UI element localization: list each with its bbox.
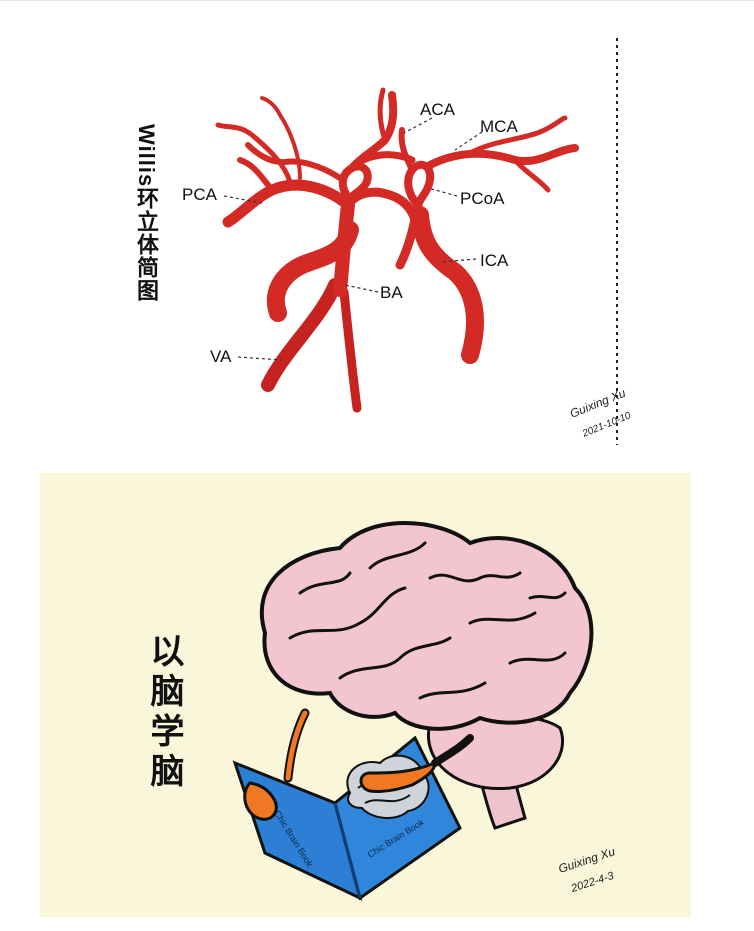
aca-label: ACA — [420, 100, 456, 119]
right-hand — [359, 760, 437, 793]
brain-signature-date: 2022-4-3 — [569, 870, 616, 896]
middle-cerebral-artery — [426, 144, 579, 169]
pca-branch-upper — [215, 122, 293, 185]
pca-branch — [237, 157, 275, 193]
brain-reading-panel: 以脑学脑 Chic Brain — [40, 473, 691, 917]
left-hand — [243, 781, 278, 821]
artery-labels: ACA MCA PCA PCoA ICA BA VA — [182, 100, 518, 366]
right-internal-carotid-artery — [411, 206, 484, 364]
top-border-line — [0, 0, 754, 1]
willis-signature: Guixing Xu 2021-10-10 — [568, 386, 633, 440]
left-posterior-cerebral-artery — [222, 179, 354, 228]
book-spine — [333, 802, 362, 899]
brain-sulci — [288, 541, 567, 700]
label-leader-lines — [223, 117, 483, 361]
pcoa-label: PCoA — [460, 189, 505, 208]
brain-panel-title: 以脑学脑 — [144, 633, 184, 793]
willis-artery-illustration: ACA MCA PCA PCoA ICA BA VA Guixing Xu 20… — [182, 38, 633, 445]
mca-branch-lower — [512, 157, 551, 193]
cerebrum — [259, 521, 594, 731]
right-vertebral-artery — [339, 287, 362, 413]
brain-signature: Guixing Xu 2022-4-3 — [557, 844, 617, 896]
right-arm — [431, 734, 474, 767]
left-internal-carotid-artery — [266, 221, 359, 322]
posterior-communicating-artery — [404, 160, 435, 209]
left-vertebral-artery — [261, 278, 342, 392]
aca-branch — [377, 87, 388, 143]
aca-right — [398, 127, 415, 173]
brain-reading-illustration: Chic Brain Book Chic Brain Book Guixing … — [232, 521, 617, 901]
acom-link — [348, 151, 416, 172]
brain-arm-fill — [285, 710, 308, 781]
artery-vessels — [215, 87, 579, 413]
left-communicating-loop — [338, 162, 372, 204]
ba-label: BA — [380, 283, 403, 302]
willis-circle-panel: Willis环立体简图 — [0, 0, 754, 460]
pca-branch-top — [260, 96, 302, 180]
right-ica-inner — [395, 200, 423, 270]
mca-label: MCA — [480, 117, 518, 136]
willis-title: Willis环立体简图 — [134, 124, 159, 303]
mca-branch-upper — [467, 115, 568, 156]
pca-label: PCA — [182, 185, 218, 204]
left-mca — [245, 142, 343, 181]
va-label: VA — [210, 347, 232, 366]
ica-label: ICA — [480, 251, 509, 270]
